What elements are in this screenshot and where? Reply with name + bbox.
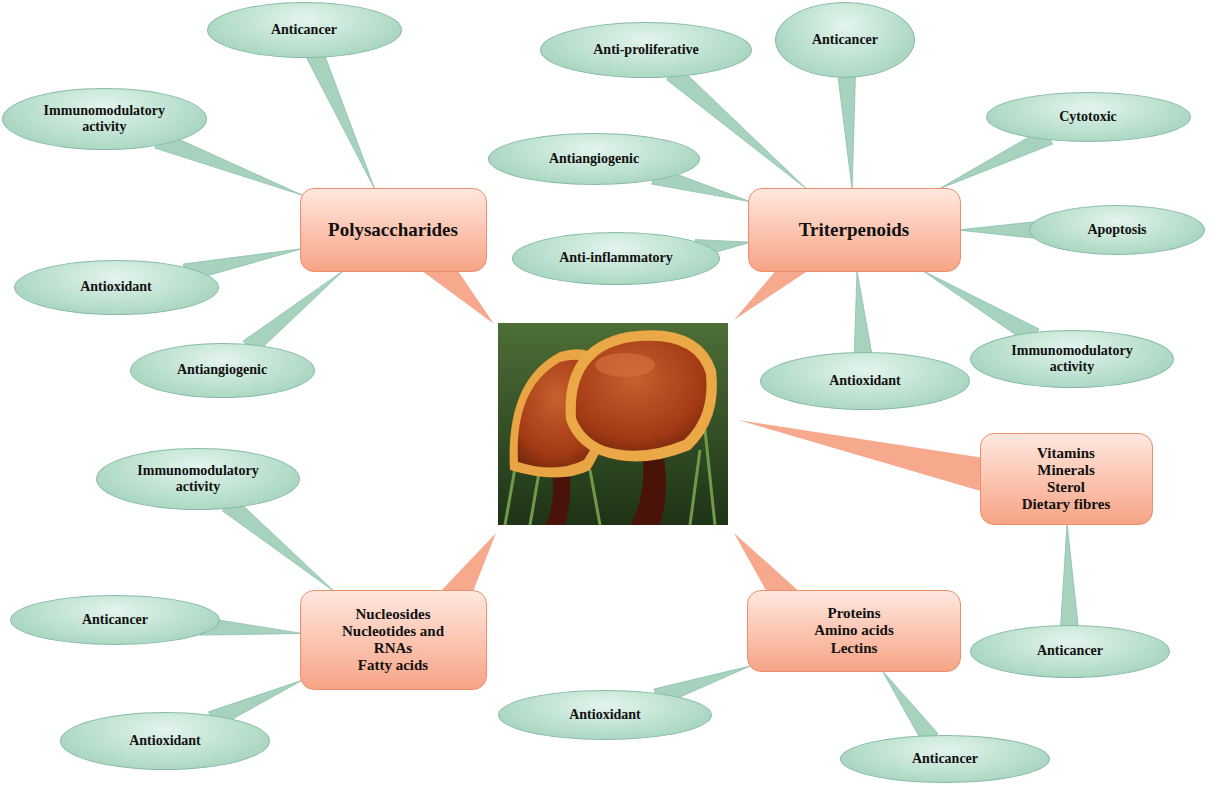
text-group: Antioxidant bbox=[829, 373, 901, 389]
category-label: Minerals bbox=[1022, 462, 1110, 479]
category-box: VitaminsMineralsSterolDietary fibres bbox=[980, 433, 1153, 525]
callout-tail bbox=[243, 271, 343, 355]
pointer-tail bbox=[438, 533, 496, 594]
text-group: Cytotoxic bbox=[1059, 109, 1117, 125]
text-group: Anticancer bbox=[912, 751, 978, 767]
activity-label: Anti-inflammatory bbox=[559, 250, 673, 266]
activity-callout: Antioxidant bbox=[498, 690, 712, 740]
activity-callout: Immunomodulatory activity bbox=[2, 88, 207, 150]
category-label: Amino acids bbox=[814, 622, 894, 639]
activity-callout: Anticancer bbox=[207, 2, 402, 58]
callout-tail bbox=[882, 671, 938, 744]
activity-label: Immunomodulatory activity bbox=[133, 463, 263, 495]
category-label: Vitamins bbox=[1022, 445, 1110, 462]
activity-label: Anti-proliferative bbox=[593, 42, 699, 58]
activity-callout: Immunomodulatory activity bbox=[970, 330, 1175, 388]
activity-label: Anticancer bbox=[1037, 643, 1103, 659]
activity-callout: Anticancer bbox=[10, 595, 220, 645]
activity-label: Apoptosis bbox=[1087, 222, 1146, 238]
activity-label: Immunomodulatory activity bbox=[1007, 343, 1137, 375]
activity-label: Anticancer bbox=[82, 612, 148, 628]
callout-tail bbox=[854, 271, 872, 357]
activity-label: Immunomodulatory activity bbox=[39, 103, 169, 135]
pointer-tail bbox=[418, 268, 494, 324]
mushroom-cap bbox=[576, 341, 707, 451]
text-group: NucleosidesNucleotides and RNAsFatty aci… bbox=[331, 606, 456, 675]
text-group: Anticancer bbox=[271, 22, 337, 38]
text-group: Antioxidant bbox=[80, 279, 152, 295]
activity-callout: Antioxidant bbox=[60, 712, 270, 770]
text-group: Immunomodulatory activity bbox=[133, 463, 263, 495]
category-label: Sterol bbox=[1022, 479, 1110, 496]
text-group: Anticancer bbox=[812, 32, 878, 48]
activity-callout: Antiangiogenic bbox=[488, 133, 700, 185]
activity-label: Anticancer bbox=[912, 751, 978, 767]
category-label: Dietary fibres bbox=[1022, 496, 1110, 513]
pointer-tail bbox=[734, 268, 812, 320]
text-group: Polysaccharides bbox=[328, 219, 458, 241]
pointer-tail bbox=[734, 533, 802, 594]
text-group: Anticancer bbox=[82, 612, 148, 628]
callout-tail bbox=[222, 497, 334, 592]
activity-callout: Antiangiogenic bbox=[130, 343, 315, 398]
category-box: ProteinsAmino acidsLectins bbox=[747, 590, 961, 672]
activity-label: Anticancer bbox=[812, 32, 878, 48]
category-label: Fatty acids bbox=[331, 657, 456, 674]
photo-background bbox=[498, 323, 728, 525]
text-group: ProteinsAmino acidsLectins bbox=[814, 605, 894, 657]
activity-label: Antiangiogenic bbox=[177, 362, 267, 378]
activity-label: Antioxidant bbox=[829, 373, 901, 389]
activity-callout: Anticancer bbox=[840, 735, 1050, 783]
text-group: Anti-inflammatory bbox=[559, 250, 673, 266]
text-group: Anticancer bbox=[1037, 643, 1103, 659]
activity-callout: Cytotoxic bbox=[986, 92, 1191, 142]
category-label: Nucleosides bbox=[331, 606, 456, 623]
text-group: Apoptosis bbox=[1087, 222, 1146, 238]
activity-label: Antioxidant bbox=[129, 733, 201, 749]
callout-tail bbox=[306, 50, 375, 189]
callout-tail bbox=[1060, 524, 1078, 629]
activity-label: Antiangiogenic bbox=[549, 151, 639, 167]
activity-callout: Anti-inflammatory bbox=[512, 232, 720, 285]
activity-callout: Apoptosis bbox=[1029, 205, 1205, 255]
activity-label: Anticancer bbox=[271, 22, 337, 38]
activity-label: Antioxidant bbox=[569, 707, 641, 723]
activity-callout: Anti-proliferative bbox=[540, 22, 752, 78]
text-group: Antiangiogenic bbox=[549, 151, 639, 167]
text-group: Triterpenoids bbox=[799, 219, 909, 241]
activity-callout: Antioxidant bbox=[14, 260, 219, 315]
cap-highlight bbox=[595, 353, 655, 377]
text-group: VitaminsMineralsSterolDietary fibres bbox=[1022, 445, 1110, 514]
text-group: Anti-proliferative bbox=[593, 42, 699, 58]
pointer-tail bbox=[738, 420, 984, 492]
activity-callout: Antioxidant bbox=[760, 352, 970, 410]
text-group: Immunomodulatory activity bbox=[1007, 343, 1137, 375]
activity-callout: Anticancer bbox=[775, 2, 915, 78]
category-box: Triterpenoids bbox=[748, 188, 961, 272]
text-group: Antioxidant bbox=[569, 707, 641, 723]
activity-label: Antioxidant bbox=[80, 279, 152, 295]
category-label: Proteins bbox=[814, 605, 894, 622]
text-group: Antiangiogenic bbox=[177, 362, 267, 378]
category-label: Lectins bbox=[814, 640, 894, 657]
callout-tail bbox=[838, 72, 856, 189]
text-group: Immunomodulatory activity bbox=[39, 103, 169, 135]
category-box: Polysaccharides bbox=[300, 188, 487, 272]
category-label: Nucleotides and RNAs bbox=[331, 623, 456, 658]
activity-label: Cytotoxic bbox=[1059, 109, 1117, 125]
activity-callout: Immunomodulatory activity bbox=[96, 448, 301, 510]
activity-callout: Anticancer bbox=[970, 625, 1170, 678]
category-label: Triterpenoids bbox=[799, 219, 909, 241]
category-label: Polysaccharides bbox=[328, 219, 458, 241]
category-box: NucleosidesNucleotides and RNAsFatty aci… bbox=[300, 590, 487, 690]
text-group: Antioxidant bbox=[129, 733, 201, 749]
mushroom-cap bbox=[566, 330, 717, 461]
